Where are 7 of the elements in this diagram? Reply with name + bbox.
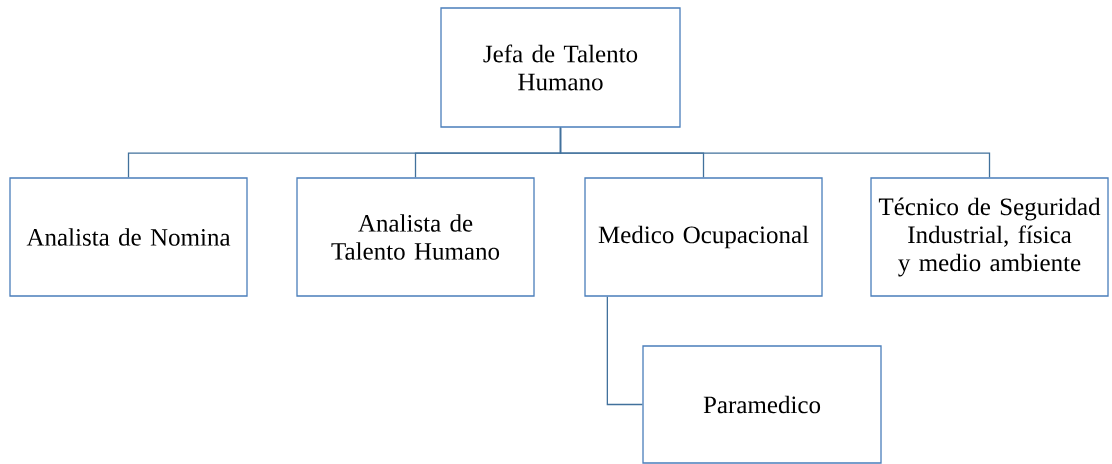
org-box: Técnico de Seguridad Industrial, física y medio ambiente xyxy=(870,177,1109,297)
org-box: Paramedico xyxy=(642,345,882,464)
org-box: Jefa de Talento Humano xyxy=(440,7,681,128)
org-box: Medico Ocupacional xyxy=(584,177,823,297)
org-box: Analista de Talento Humano xyxy=(296,177,535,297)
connector-line xyxy=(559,127,991,178)
org-box: Analista de Nomina xyxy=(9,177,248,297)
